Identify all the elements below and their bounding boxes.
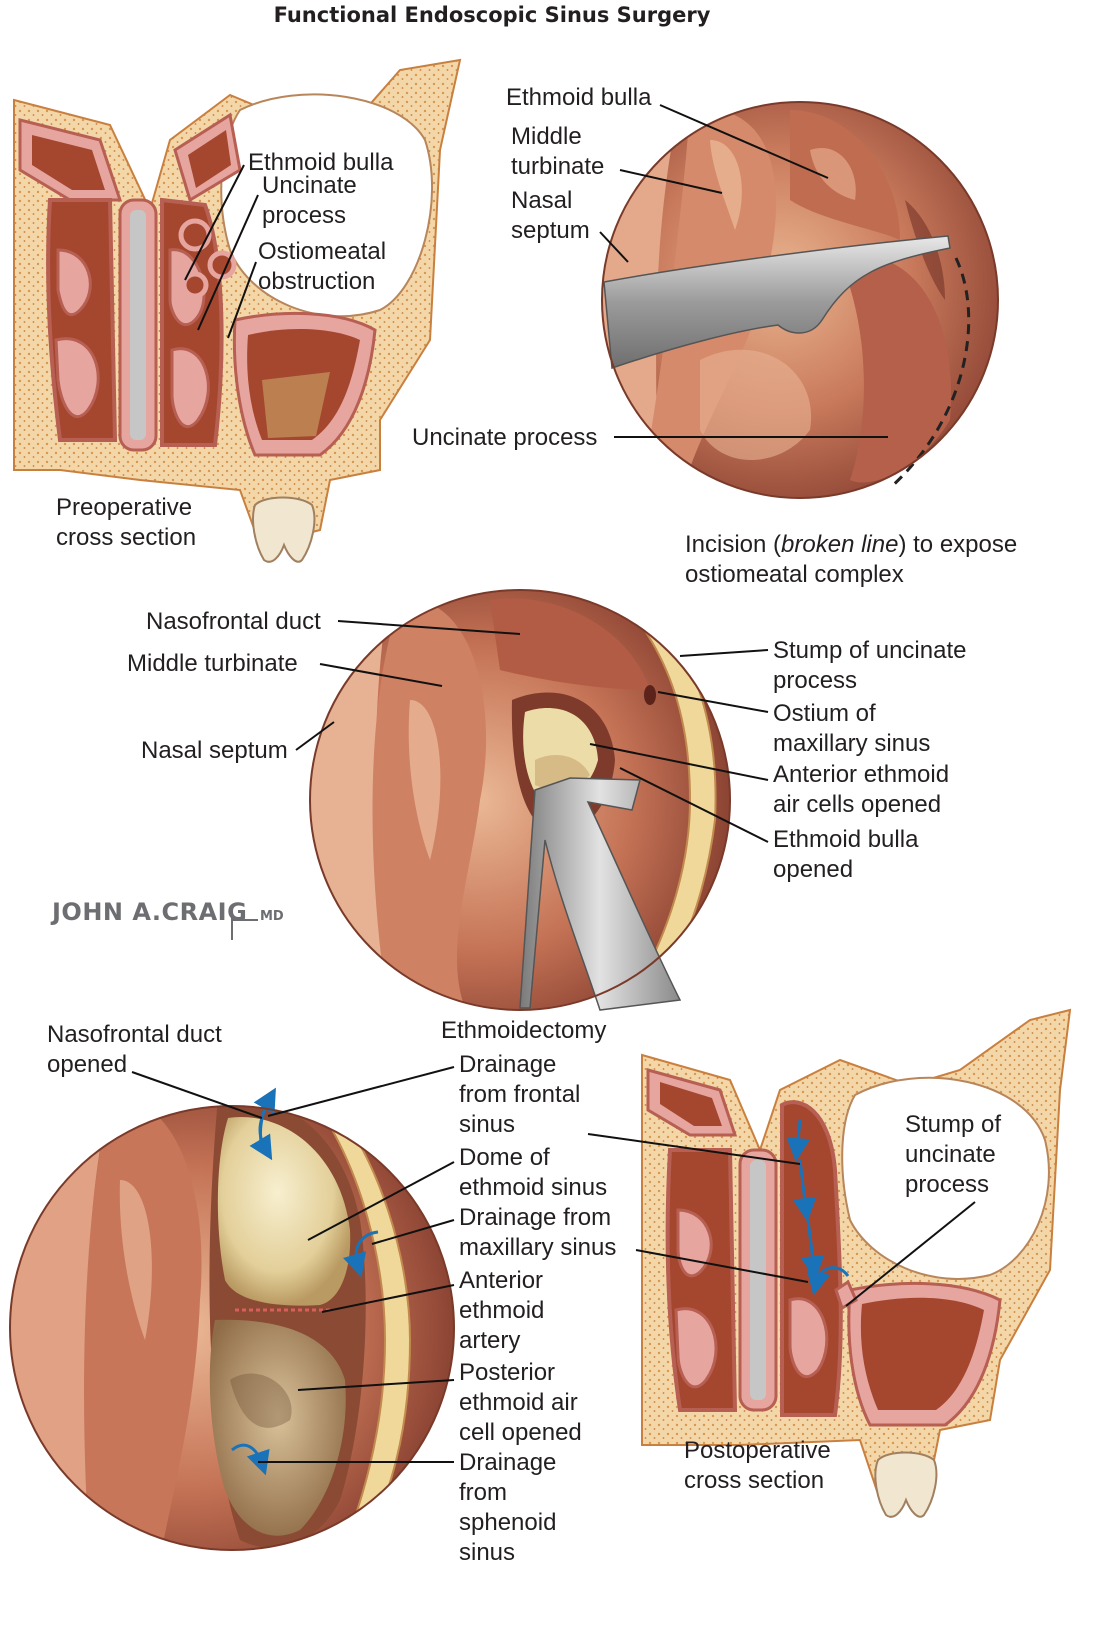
artist-signature: JOHN A.CRAIG MD [50,898,284,940]
e1-label-nasal-septum: Nasal septum [511,187,590,244]
postop-arrow-frontal [786,1119,811,1162]
e1-label-ethmoid-bulla: Ethmoid bulla [506,84,652,111]
postop-caption: Postoperative cross section [684,1437,837,1494]
e1-label-uncinate-process: Uncinate process [412,424,597,451]
postop-label-stump: Stump of uncinate process [905,1111,1008,1198]
e2-label-bulla-opened: Ethmoid bulla opened [773,826,925,883]
e2-label-nasal-septum: Nasal septum [141,737,288,764]
postop-tooth [874,1451,938,1518]
e3-label-drainage-frontal: Drainage from frontal sinus [459,1051,587,1138]
e2-label-nasofrontal-duct: Nasofrontal duct [146,608,321,635]
e3-label-drainage-maxillary: Drainage from maxillary sinus [459,1204,618,1261]
svg-text:JOHN A.CRAIG: JOHN A.CRAIG [50,898,247,926]
ethmoid-dome [217,1116,351,1306]
preop-label-uncinate: Uncinate process [262,172,363,229]
figure-title: Functional Endoscopic Sinus Surgery [274,3,711,27]
e3-label-anterior-artery: Anterior ethmoid artery [459,1267,551,1354]
endoscope-2-instrument [519,777,682,1011]
e3-label-ethmoidectomy: Ethmoidectomy [441,1017,606,1044]
arrow-sphenoid-drainage [231,1443,270,1476]
arrow-maxillary-drainage [343,1230,379,1278]
e3-label-drainage-sphenoid: Drainage from sphenoid sinus [459,1449,563,1566]
preop-tooth [252,496,316,563]
preop-cross-section [13,58,462,563]
e3-label-dome: Dome of ethmoid sinus [459,1144,607,1201]
endoscope-view-1 [601,101,999,499]
endoscope-view-2 [309,589,731,1011]
preop-caption: Preoperative cross section [56,494,199,551]
e1-label-middle-turbinate: Middle turbinate [511,123,604,180]
preop-orbit [220,93,433,318]
e2-label-anterior-cells: Anterior ethmoid air cells opened [773,761,956,818]
e2-label-stump: Stump of uncinate process [773,637,973,694]
preop-label-ethmoid-bulla: Ethmoid bulla [248,149,394,176]
preop-label-obstruction: Ostiomeatal obstruction [258,238,393,295]
e3-label-posterior-cell: Posterior ethmoid air cell opened [459,1359,584,1446]
e1-caption: Incision (broken line) to expose ostiome… [685,531,1024,588]
incision-broken-line [888,257,971,490]
e2-label-middle-turbinate: Middle turbinate [127,650,298,677]
e3-label-nasofrontal-opened: Nasofrontal duct opened [47,1021,228,1078]
endoscope-1-instrument [603,235,951,370]
e2-label-ostium: Ostium of maxillary sinus [773,700,930,757]
postop-orbit [841,1076,1050,1280]
endoscope-view-3 [9,1087,455,1551]
postop-arrow-maxillary [806,1266,850,1296]
svg-text:MD: MD [260,909,284,924]
